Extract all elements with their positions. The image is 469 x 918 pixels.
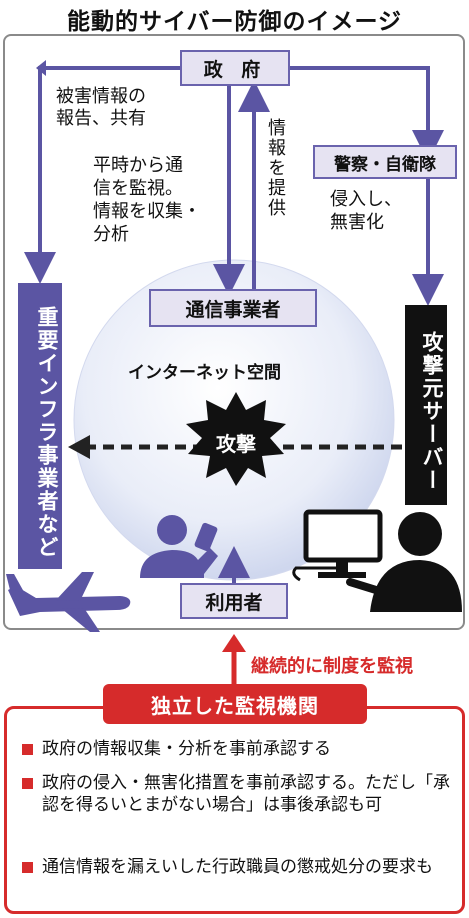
police-sdf-box: 警察・自衛隊 [313, 145, 457, 179]
arrow-to-police [290, 66, 444, 162]
monitor-label: 平時から通 信を監視。 情報を収集・ 分析 [93, 154, 201, 246]
attack-burst-icon [186, 392, 286, 486]
intrude-neutralize-label: 侵入し、 無害化 [330, 188, 402, 234]
oversight-item-2: 政府の侵入・無害化措置を事前承認する。ただし「承認を得るいとまがない場合」は事後… [22, 772, 458, 816]
arrow-oversight-head [222, 634, 246, 652]
monitor-line-1: 平時から通 [93, 155, 183, 176]
oversight-item-3: 通信情報を漏えいした行政職員の懲戒処分の要求も [22, 856, 458, 878]
internet-space-label: インターネット空間 [128, 363, 281, 383]
report-line-1: 被害情報の [56, 86, 146, 107]
monitor-line-3: 情報を収集・ [93, 201, 201, 222]
provide-info-label: 情報を提供 [265, 118, 286, 218]
report-share-label: 被害情報の 報告、共有 [56, 86, 146, 130]
oversight-arrow-label: 継続的に制度を監視 [251, 656, 413, 677]
arrow-report-head-left [36, 60, 46, 76]
attacker-figure-icon [292, 509, 462, 612]
bullet-square-icon [22, 862, 33, 873]
intrude-line-2: 無害化 [330, 212, 384, 233]
users-box: 利用者 [180, 583, 288, 619]
oversight-heading: 独立した監視機関 [103, 684, 367, 724]
oversight-item-text: 政府の侵入・無害化措置を事前承認する。ただし「承認を得るいとまがない場合」は事後… [42, 773, 450, 815]
oversight-item-1: 政府の情報収集・分析を事前承認する [22, 738, 458, 760]
airplane-icon [6, 572, 131, 632]
bullet-square-icon [22, 744, 33, 755]
bullet-square-icon [22, 778, 33, 789]
monitor-line-2: 信を監視。 [93, 178, 183, 199]
infra-box: 重要インフラ事業者など [18, 283, 62, 569]
report-line-2: 報告、共有 [56, 108, 146, 129]
telecom-box: 通信事業者 [149, 289, 317, 327]
oversight-panel [4, 706, 465, 914]
monitor-line-4: 分析 [93, 224, 129, 245]
page-title: 能動的サイバー防御のイメージ [66, 9, 403, 35]
oversight-item-text: 政府の情報収集・分析を事前承認する [42, 739, 331, 759]
oversight-item-text: 通信情報を漏えいした行政職員の懲戒処分の要求も [42, 857, 433, 877]
government-box: 政 府 [180, 50, 290, 86]
intrude-line-1: 侵入し、 [330, 189, 402, 210]
attack-label: 攻撃 [216, 432, 256, 456]
user-figure-icon [140, 515, 218, 578]
attack-arrow-head [68, 435, 90, 459]
attack-server-box: 攻撃元サーバー [405, 305, 447, 505]
